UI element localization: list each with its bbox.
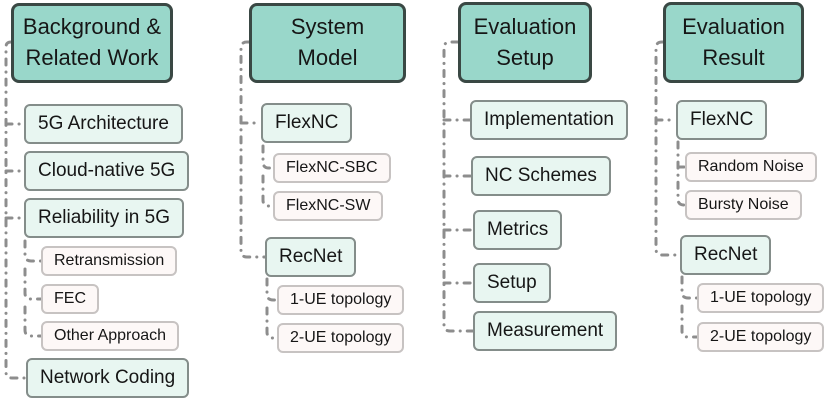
node-recnet: RecNet	[265, 237, 357, 277]
node-system-model: System Model	[249, 3, 406, 83]
node-flexnc: FlexNC	[261, 103, 353, 143]
node-1ue-topology: 1-UE topology	[277, 285, 405, 315]
node-reliability-in-5g: Reliability in 5G	[24, 198, 184, 238]
node-2ue-topology: 2-UE topology	[277, 323, 405, 353]
node-setup: Setup	[473, 263, 551, 303]
node-random-noise: Random Noise	[685, 152, 817, 182]
node-retransmission: Retransmission	[41, 246, 178, 276]
node-cloud-native-5g: Cloud-native 5G	[24, 151, 190, 191]
node-flexnc-result: FlexNC	[676, 100, 768, 140]
node-fec: FEC	[41, 284, 99, 314]
node-evaluation-result: Evaluation Result	[663, 2, 804, 83]
node-other-approach: Other Approach	[41, 321, 180, 351]
node-flexnc-sbc: FlexNC-SBC	[273, 153, 391, 183]
node-1ue-topology-result: 1-UE topology	[697, 283, 825, 313]
node-background-related-work: Background & Related Work	[11, 3, 173, 83]
node-recnet-result: RecNet	[680, 235, 772, 275]
node-measurement: Measurement	[473, 311, 618, 351]
node-implementation: Implementation	[470, 100, 628, 140]
node-bursty-noise: Bursty Noise	[685, 190, 802, 220]
node-evaluation-setup: Evaluation Setup	[458, 2, 592, 83]
node-metrics: Metrics	[473, 210, 563, 250]
node-network-coding: Network Coding	[26, 358, 190, 398]
node-2ue-topology-result: 2-UE topology	[697, 322, 825, 352]
node-5g-architecture: 5G Architecture	[24, 104, 183, 144]
node-flexnc-sw: FlexNC-SW	[273, 191, 384, 221]
node-nc-schemes: NC Schemes	[471, 156, 611, 196]
